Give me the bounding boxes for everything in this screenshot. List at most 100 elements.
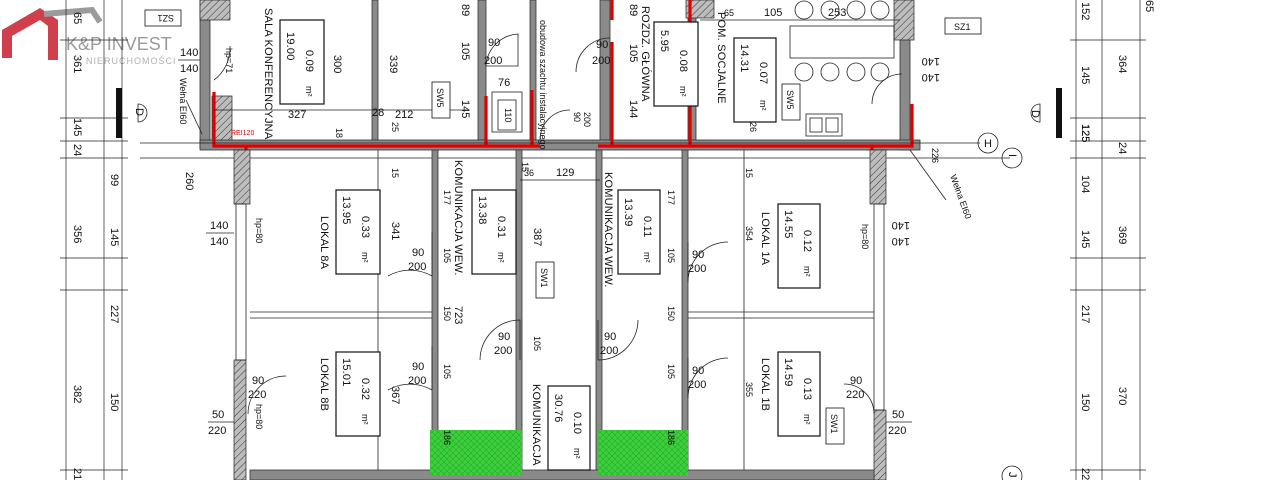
lokal8b-side-220: 220	[208, 425, 226, 437]
dim-105a: 105	[459, 42, 471, 60]
sala-door-140b: 140	[180, 63, 198, 75]
dim-105f: 105	[532, 336, 542, 351]
room-lokal1a-area: 14.55	[782, 210, 794, 239]
dim-260: 260	[183, 172, 195, 190]
chair	[870, 0, 890, 20]
lokal8a-door-90: 90	[412, 247, 424, 259]
lokal1b-side-220: 220	[888, 425, 906, 437]
dim-150b: 150	[666, 306, 676, 321]
dim-right-6: 370	[1116, 387, 1128, 405]
house-icon	[2, 8, 58, 60]
room-lokal-1a: LOKAL 1A 14.55 0.12 m² 354 15 90 200 140…	[687, 168, 910, 289]
room-sala-unit: m²	[304, 86, 314, 97]
room-lokal8b-name: LOKAL 8B	[318, 358, 330, 411]
lokal1b-door-200: 200	[688, 379, 706, 391]
dim-left-7: 21	[71, 468, 83, 480]
room-socjalne-area: 14.31	[738, 44, 750, 73]
dim-387: 387	[531, 228, 543, 246]
dim-right-3: 125	[1079, 124, 1091, 142]
dim-left-inner-3: 227	[108, 305, 120, 323]
corridor-door-200: 200	[582, 112, 592, 127]
shaft-door-90: 90	[488, 37, 500, 49]
lokal8a-door-200: 200	[408, 261, 426, 273]
dim-left-inner-1: 99	[108, 174, 120, 186]
lokal8b-door-200: 200	[408, 375, 426, 387]
dim-right-inner-6: 217	[1079, 305, 1091, 323]
room-lokal8a-name: LOKAL 8A	[318, 216, 330, 270]
dim-right-inner-1: 152	[1079, 2, 1091, 20]
room-kombottom-name: KOMUNIKACJA	[530, 384, 542, 466]
dim-left-4: 24	[71, 144, 83, 156]
room-kombottom-coef: 0.10	[571, 412, 583, 434]
section-marker-left: D	[116, 88, 148, 138]
dim-28: 28	[372, 107, 384, 119]
room-socjalne-coef: 0.07	[757, 62, 769, 84]
room-lokal8b-area: 15.01	[340, 358, 352, 387]
sz1-left-tag: SZ1	[144, 9, 182, 27]
room-komleft-area: 13.38	[476, 196, 488, 225]
dim-150a: 150	[442, 306, 452, 321]
chair	[794, 62, 814, 82]
chair	[846, 62, 866, 82]
dim-left-6: 382	[71, 385, 83, 403]
dim-105e: 105	[442, 364, 452, 379]
room-komunikacja-bottom: KOMUNIKACJA 30.76 0.10 m²	[530, 384, 591, 471]
room-sala-coef: 0.09	[303, 50, 315, 72]
room-kombottom-unit: m²	[572, 448, 582, 459]
room-komunikacja-left: KOMUNIKACJA WEW. 13.38 0.31 m² 723 177 1…	[442, 160, 600, 445]
lokal8a-door-140a: 140	[210, 220, 228, 232]
dim-76: 76	[498, 77, 510, 89]
dim-354: 354	[744, 226, 754, 241]
room-komright-name: KOMUNIKACJA WEW.	[602, 172, 614, 288]
dim-left-2: 361	[71, 55, 83, 73]
dim-89b: 89	[627, 4, 639, 16]
shaft-casing-note: obudowa szachtu instalacyjnego	[538, 20, 548, 150]
chair	[820, 62, 840, 82]
shaft-area: 89 105 145 90 200 76 110 obudowa szachtu…	[459, 4, 592, 150]
room-lokal1a-name: LOKAL 1A	[759, 212, 771, 266]
dim-253: 253	[828, 7, 846, 19]
lokal8b-entry-90: 90	[252, 375, 264, 387]
axis-h-label: H	[984, 138, 992, 150]
axis-j-label: J	[1006, 472, 1018, 478]
dim-723: 723	[452, 306, 464, 324]
hp80-8a: hp=80	[254, 218, 264, 243]
welna-left-label: Wełna EI60	[178, 78, 188, 124]
room-komleft-unit: m²	[496, 252, 506, 263]
dim-right-inner-7: 150	[1079, 393, 1091, 411]
left-dimension-chains: 65 361 145 24 356 382 21 99 145 227 150	[60, 0, 128, 480]
dim-15c: 15	[520, 162, 530, 172]
rozdz-door-200: 200	[592, 55, 610, 67]
logo: K&P INVEST NIERUCHOMOŚCI	[2, 6, 176, 66]
dim-105d: 105	[442, 248, 452, 263]
room-socjalne-unit: m²	[758, 100, 768, 111]
lokal1b-door-90: 90	[692, 365, 704, 377]
room-lokal1b-unit: m²	[802, 414, 812, 425]
socjalne-door-140b: 140	[922, 71, 940, 83]
chair	[820, 0, 840, 20]
dim-right-4: 24	[1116, 142, 1128, 154]
dim-18: 18	[334, 128, 344, 138]
shaft-door-200: 200	[484, 55, 502, 67]
lokal1a-door-140a: 140	[892, 219, 910, 231]
dim-right-7: 22	[1079, 468, 1091, 480]
room-rozdz-unit: m²	[678, 86, 688, 97]
welna-right-label: Wełna EI60	[948, 173, 973, 220]
dim-right-inner-4: 104	[1079, 175, 1091, 193]
corridor-door-90: 90	[572, 112, 582, 122]
right-dimension-chains: 65 364 125 24 369 370 22 152 145 125 104…	[1070, 0, 1155, 480]
dim-left-1: 65	[71, 12, 83, 24]
green-zone-right	[598, 430, 688, 476]
dim-right-5: 369	[1116, 226, 1128, 244]
lokal8a-door-140b: 140	[210, 236, 228, 248]
dim-177a: 177	[442, 190, 452, 205]
sz1-right-tag: SZ1	[944, 17, 982, 35]
komleft-door-90: 90	[498, 331, 510, 343]
room-lokal1b-name: LOKAL 1B	[759, 358, 771, 411]
sw1-mid-label: SW1	[539, 268, 549, 288]
dim-212: 212	[395, 109, 413, 121]
dim-left-inner-4: 150	[108, 393, 120, 411]
room-komunikacja-right: KOMUNIKACJA WEW. 13.39 0.11 m² 177 105 1…	[597, 172, 676, 445]
lokal1a-door-200: 200	[688, 263, 706, 275]
